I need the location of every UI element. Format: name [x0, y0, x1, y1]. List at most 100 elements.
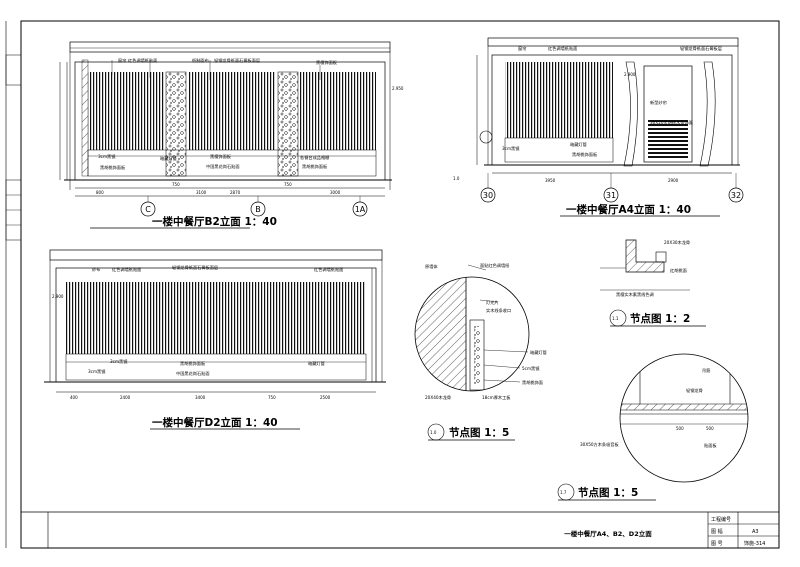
d2-label-4: 3cm黑镜 — [110, 358, 128, 365]
n11-label-2: 黑檀实木素黑线色调 — [616, 291, 654, 298]
a4-elev-0: 2.900 — [624, 72, 636, 77]
b2-label-10: 各餐台成品格栅 — [300, 154, 329, 161]
b2-label-8: 黑檀饰面板 — [210, 153, 232, 160]
tb-value-1: A3 — [752, 529, 759, 535]
a4-label-3: 新型纱帘 — [650, 99, 667, 106]
n11-title: 节点图 1：2 — [630, 312, 690, 325]
elevation-d2: 纱布 红色调墙纸贴面 轻钢龙骨纸面石膏板面层 红色调墙纸贴面 3cm黑镜 黑胡桃… — [44, 249, 386, 430]
elevation-b2: C B 1A 窗帘 红色调墙纸贴面 纸制面布 轻钢龙骨纸面石膏板面层 黑檀饰面板… — [59, 41, 404, 229]
d2-dim-1: 2400 — [120, 395, 131, 400]
b2-base-panel — [87, 149, 377, 177]
d2-dim-4: 2500 — [320, 395, 331, 400]
a4-window — [643, 65, 693, 163]
b2-grid-label-c: C — [145, 205, 151, 214]
a4-label-7: 黑胡桃饰面板 — [572, 151, 598, 158]
n10-label-2: 灯光片 — [486, 299, 499, 306]
b2-label-9: 中国黑花岗石贴面 — [206, 163, 240, 170]
d2-ceiling-band — [49, 249, 383, 261]
d2-title: 一楼中餐厅D2立面 1：40 — [152, 416, 278, 429]
b2-stripe-panel-3 — [300, 72, 376, 150]
a4-grid-label-30: 30 — [483, 191, 493, 200]
b2-label-0: 窗帘 — [118, 57, 126, 64]
tb-label-0: 工程编号 — [711, 516, 731, 523]
n17-label-2: 30X50方木条吸音板 — [580, 441, 619, 448]
a4-label-4: 30X20黑胡桃木条饰面 — [650, 119, 693, 126]
d2-dim-2: 3400 — [195, 395, 206, 400]
a4-base-panel — [504, 137, 614, 163]
n10-label-0: 原墙体 — [425, 263, 438, 270]
n17-label-0: 吊筋 — [702, 367, 710, 374]
b2-label-3: 轻钢龙骨纸面石膏板面层 — [214, 57, 260, 64]
b2-ceiling-band — [69, 41, 391, 53]
b2-elev-0: 2.950 — [392, 86, 404, 91]
b2-title: 一楼中餐厅B2立面 1：40 — [152, 215, 277, 228]
n10-title: 节点图 1：5 — [449, 426, 509, 439]
d2-label-2: 轻钢龙骨纸面石膏板面层 — [172, 264, 218, 271]
n10-label-1: 面贴红色调墙纸 — [480, 262, 510, 269]
a4-curtain-right — [699, 61, 716, 167]
a4-label-2: 轻钢龙骨纸面石膏板层 — [680, 45, 722, 52]
b2-dim-3: 2870 — [230, 190, 241, 195]
n11-label-0: 20X30木龙骨 — [664, 239, 690, 246]
d2-elev-0: 2.900 — [52, 294, 64, 299]
left-margin-strip — [5, 21, 22, 548]
a4-grid-label-31: 31 — [606, 191, 616, 200]
d2-label-1: 红色调墙纸贴面 — [112, 266, 141, 273]
a4-detail-callout — [479, 130, 493, 144]
b2-label-5: 3cm黑镜 — [98, 153, 116, 160]
d2-dim-3: 750 — [268, 395, 276, 400]
n17-title: 节点图 1：5 — [578, 486, 638, 499]
n17-label-1: 轻钢龙骨 — [686, 387, 703, 394]
a4-callout-mark: 1.0 — [453, 176, 460, 181]
b2-stripe-panel-1 — [88, 72, 164, 150]
b2-grid-circle-c — [140, 201, 156, 217]
a4-label-5: 3cm黑镜 — [502, 145, 520, 152]
d2-label-0: 纱布 — [92, 266, 100, 273]
n17-dim-0: 500 — [676, 426, 684, 431]
n17-label-3: 贴面板 — [704, 442, 717, 449]
b2-curtain — [81, 59, 89, 177]
a4-window-bands — [648, 118, 688, 160]
b2-granite-pillar-2 — [277, 71, 299, 177]
d2-label-6: 暗藏灯管 — [308, 360, 325, 367]
b2-grid-circle-b — [250, 201, 266, 217]
n11-mark: 1.1 — [612, 316, 619, 321]
n11-section — [625, 239, 665, 273]
b2-label-11: 黑胡桃饰面板 — [302, 163, 328, 170]
sheet-border — [20, 20, 780, 549]
d2-base-panel — [65, 353, 367, 381]
b2-grid-label-1a: 1A — [355, 205, 366, 214]
n10-label-7: 20X40木龙骨 — [425, 394, 451, 401]
a4-label-1: 红色调墙纸贴面 — [548, 45, 577, 52]
a4-stripe-panel — [505, 62, 613, 138]
d2-label-3: 红色调墙纸贴面 — [314, 266, 343, 273]
a4-title: 一楼中餐厅A4立面 1：40 — [566, 203, 691, 216]
a4-dim-1: 2900 — [668, 178, 679, 183]
tb-label-1: 图 幅 — [711, 528, 723, 535]
node-detail-1-0: 原墙体 面贴红色调墙纸 灯光片 实木线条收口 暗藏灯管 5cm黑镜 黑胡桃饰面 … — [414, 262, 547, 441]
b2-dim-4: 750 — [284, 182, 292, 187]
b2-dim-5: 3000 — [330, 190, 341, 195]
a4-label-0: 窗帘 — [518, 45, 526, 52]
d2-stripe-panel — [66, 282, 366, 354]
b2-stripe-panel-2 — [188, 72, 276, 150]
b2-label-7: 黑胡桃饰面板 — [100, 164, 126, 171]
b2-label-4: 黑檀饰面板 — [316, 59, 338, 66]
b2-dim-1: 750 — [172, 182, 180, 187]
b2-grid-circle-1a — [352, 201, 368, 217]
d2-dim-0: 400 — [70, 395, 78, 400]
n10-label-4: 暗藏灯管 — [530, 349, 547, 356]
node-detail-1-7: 吊筋 轻钢龙骨 30X50方木条吸音板 贴面板 500 500 1.7 节点图 … — [557, 353, 749, 501]
b2-label-2: 纸制面布 — [192, 57, 209, 64]
b2-dim-0: 800 — [96, 190, 104, 195]
a4-dim-0: 3950 — [545, 178, 556, 183]
n11-label-1: 红胡桃面 — [670, 267, 687, 274]
n10-label-6: 黑胡桃饰面 — [522, 379, 543, 386]
n17-dim-1: 500 — [706, 426, 714, 431]
b2-label-1: 红色调墙纸贴面 — [128, 57, 157, 64]
n11-trim — [655, 251, 667, 263]
d2-label-8: 中国黑花岗石贴面 — [176, 370, 210, 377]
n17-mark: 1.7 — [560, 490, 567, 495]
a4-curtain-left — [623, 61, 638, 167]
